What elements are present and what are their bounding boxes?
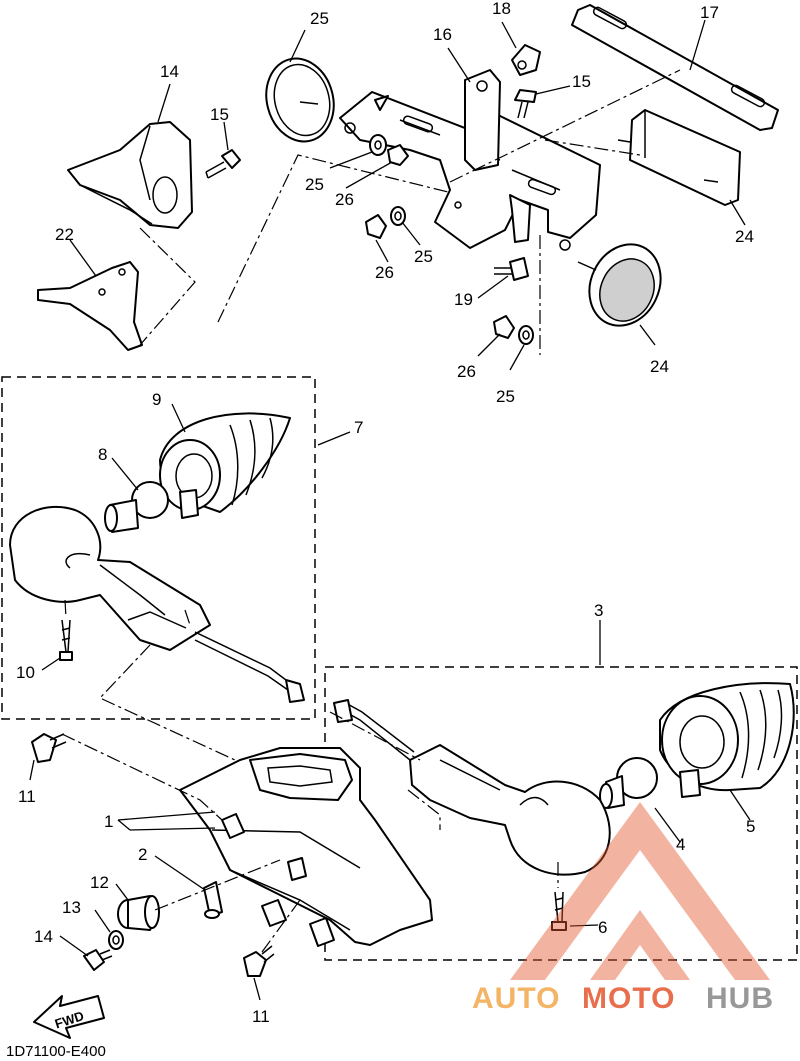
washers-nuts xyxy=(365,134,534,345)
callout-11-a: 11 xyxy=(18,787,36,806)
reflector-top xyxy=(265,57,335,143)
callout-16: 15 xyxy=(210,105,229,124)
watermark-logo: AUTO MOTO HUB xyxy=(472,802,774,1015)
watermark-hub: HUB xyxy=(706,982,774,1015)
left-turn-signal xyxy=(9,412,305,703)
callout-23: 24 xyxy=(735,227,754,246)
callout-26-b: 26 xyxy=(375,263,394,282)
callout-8: 8 xyxy=(98,445,107,464)
callout-1: 1 xyxy=(104,812,113,831)
callout-21: 17 xyxy=(700,3,719,22)
callout-26-a: 26 xyxy=(335,190,354,209)
callout-15: 14 xyxy=(160,62,179,81)
light-plate xyxy=(617,109,741,206)
callout-25-a: 25 xyxy=(305,175,324,194)
upright-arm xyxy=(464,69,501,171)
bolt-16 xyxy=(205,149,241,179)
callout-18: 15 xyxy=(572,72,591,91)
bolt-20 xyxy=(494,257,529,281)
callout-13: 13 xyxy=(62,898,81,917)
mounting-plate-19 xyxy=(37,261,143,351)
callout-22: 18 xyxy=(492,0,511,18)
callout-24-right: 24 xyxy=(650,357,669,376)
assembly-box-7 xyxy=(1,376,316,720)
callout-9: 9 xyxy=(152,390,161,409)
callout-19: 22 xyxy=(55,225,74,244)
callout-7: 7 xyxy=(354,418,363,437)
callout-25-b: 25 xyxy=(414,247,433,266)
callout-20: 19 xyxy=(454,290,473,309)
callout-12: 12 xyxy=(90,873,109,892)
callout-24-top: 25 xyxy=(310,9,329,28)
washer xyxy=(108,930,124,950)
right-turn-signal xyxy=(333,682,795,931)
diagram-code: 1D71100-E400 xyxy=(6,1043,106,1060)
callout-10: 10 xyxy=(16,663,35,682)
callout-17: 16 xyxy=(433,25,452,44)
callout-2: 2 xyxy=(138,845,147,864)
tail-light-base xyxy=(179,747,433,947)
callout-26-c: 26 xyxy=(457,362,476,381)
callout-25-c: 25 xyxy=(496,387,515,406)
fwd-arrow: FWD xyxy=(33,995,105,1039)
bolt-11-bottom xyxy=(243,945,275,977)
watermark-moto: MOTO xyxy=(582,982,675,1015)
plate-bracket xyxy=(571,4,779,131)
bolt-14 xyxy=(83,949,113,971)
callout-labels: 25 18 17 16 14 15 15 25 26 22 24 26 25 1… xyxy=(16,0,755,1026)
callout-14: 14 xyxy=(34,927,53,946)
reflector-right xyxy=(577,243,662,327)
bolt-11-left xyxy=(31,733,67,763)
callout-6: 6 xyxy=(598,918,607,937)
callout-4: 4 xyxy=(676,835,685,854)
license-plate-bracket-assembly xyxy=(217,4,779,371)
bulb-socket xyxy=(203,881,223,919)
grommet xyxy=(117,895,160,931)
bolt-18 xyxy=(514,89,537,119)
cap-nut xyxy=(511,44,541,76)
tail-cover xyxy=(67,121,193,229)
watermark-auto: AUTO xyxy=(472,982,560,1015)
callout-11-b: 11 xyxy=(252,1007,270,1026)
callout-5: 5 xyxy=(746,817,755,836)
callout-3: 3 xyxy=(594,601,603,620)
